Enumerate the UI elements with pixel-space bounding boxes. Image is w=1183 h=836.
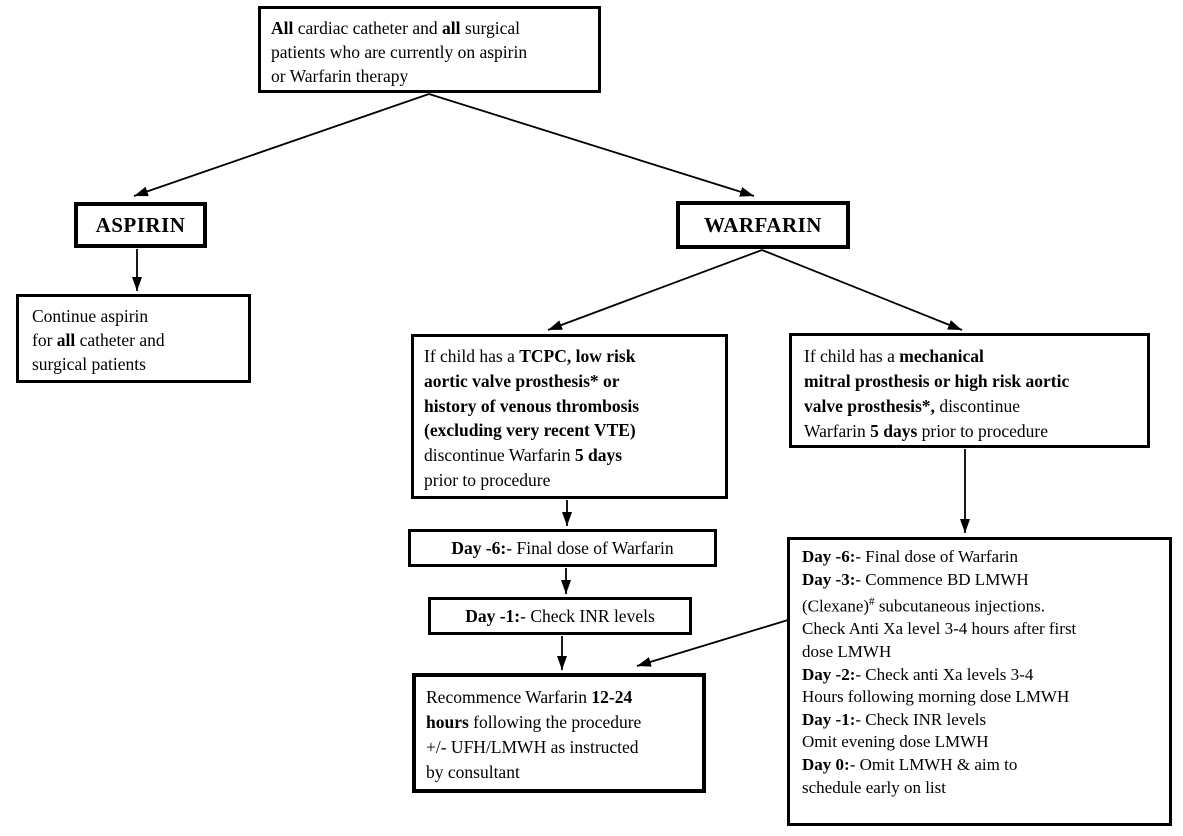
arrow-root-to-warfarin (428, 93, 755, 197)
recommence-warfarin-box: Recommence Warfarin 12-24 hours followin… (412, 673, 706, 793)
warfarin-box: WARFARIN (676, 201, 850, 249)
mechanical-box: If child has a mechanical mitral prosthe… (789, 333, 1150, 448)
tcpc-box: If child has a TCPC, low risk aortic val… (411, 334, 728, 499)
day-minus1-box: Day -1:- Check INR levels (428, 597, 692, 635)
arrow-lmwh-to-recommence (636, 619, 789, 667)
arrow-warfarin-to-tcpc (547, 249, 763, 331)
lmwh-protocol-box: Day -6:- Final dose of Warfarin Day -3:-… (787, 537, 1172, 826)
day-minus6-box: Day -6:- Final dose of Warfarin (408, 529, 717, 567)
arrow-warfarin-to-mechanical (761, 249, 963, 331)
arrow-root-to-aspirin (133, 93, 430, 197)
continue-aspirin-box: Continue aspirin for all catheter and su… (16, 294, 251, 383)
root-box: All cardiac catheter and all surgical pa… (258, 6, 601, 93)
aspirin-box: ASPIRIN (74, 202, 207, 248)
